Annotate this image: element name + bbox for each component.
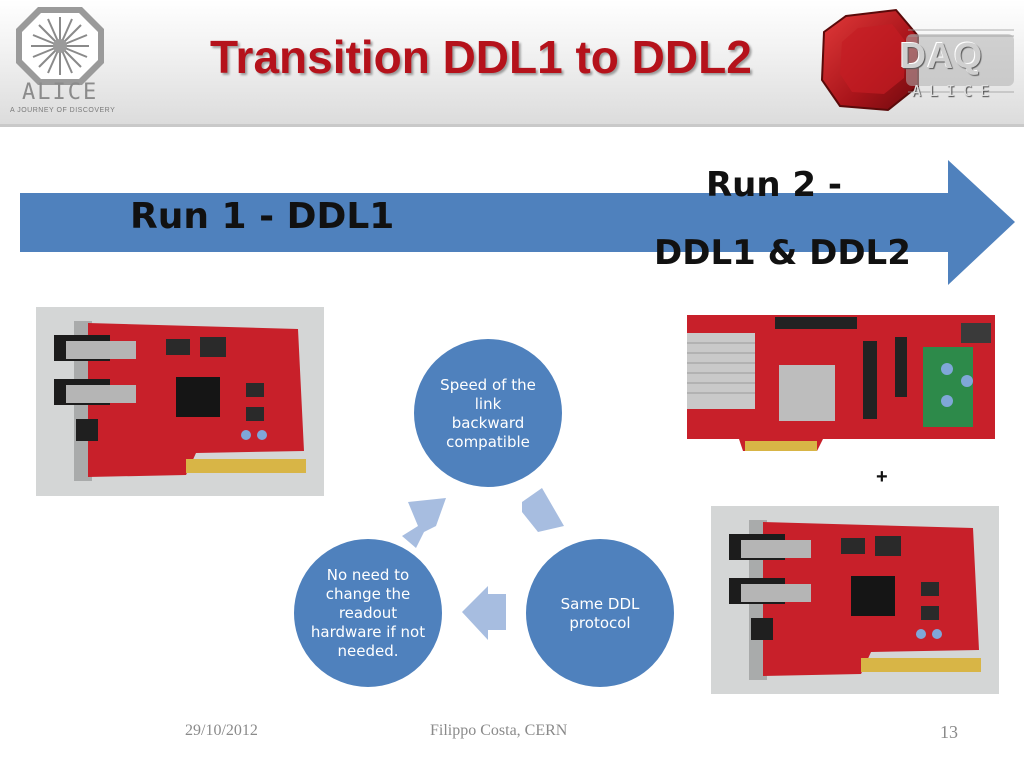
ddl2-board-photo bbox=[683, 311, 999, 454]
plus-sign: + bbox=[876, 466, 888, 488]
cycle-node-right bbox=[524, 537, 676, 689]
footer-author: Filippo Costa, CERN bbox=[430, 722, 568, 739]
cycle-node-right-label: Same DDL protocol bbox=[560, 595, 640, 632]
slide-header: ALICE A JOURNEY OF DISCOVERY Transition … bbox=[0, 0, 1024, 127]
alice-logo-icon bbox=[16, 7, 104, 85]
cycle-node-left-label: No need to change the readout hardware i… bbox=[310, 566, 426, 660]
alice-tagline: A JOURNEY OF DISCOVERY bbox=[10, 107, 116, 114]
connector-arrow-left-up bbox=[402, 498, 446, 548]
run2-label-line1: Run 2 - bbox=[706, 165, 843, 205]
board-image bbox=[683, 311, 999, 454]
board-image bbox=[711, 506, 999, 694]
slide-title: Transition DDL1 to DDL2 bbox=[210, 31, 752, 83]
connector-arrow-top-right bbox=[522, 488, 564, 532]
run2-label-line2: DDL1 & DDL2 bbox=[654, 233, 911, 273]
footer-date: 29/10/2012 bbox=[185, 722, 258, 739]
ddl1-board-photo-right bbox=[711, 506, 999, 694]
timeline-arrow bbox=[20, 160, 1015, 285]
run1-label: Run 1 - DDL1 bbox=[130, 196, 395, 237]
daq-logo-text: DAQ bbox=[900, 35, 983, 76]
ddl1-board-photo-left bbox=[36, 307, 324, 496]
board-image bbox=[36, 307, 324, 496]
daq-logo-subtext: ALICE bbox=[912, 82, 998, 100]
footer-page-number: 13 bbox=[940, 722, 958, 742]
cycle-diagram bbox=[292, 337, 676, 689]
cycle-node-top bbox=[412, 337, 564, 489]
connector-arrow-bottom bbox=[462, 586, 506, 640]
alice-logo-text: ALICE bbox=[22, 80, 99, 105]
cycle-node-top-label: Speed of the link backward compatible bbox=[440, 376, 536, 451]
timeline-arrow-shape bbox=[20, 160, 1015, 285]
daq-logo-icon bbox=[820, 8, 1014, 112]
cycle-node-left bbox=[292, 537, 444, 689]
